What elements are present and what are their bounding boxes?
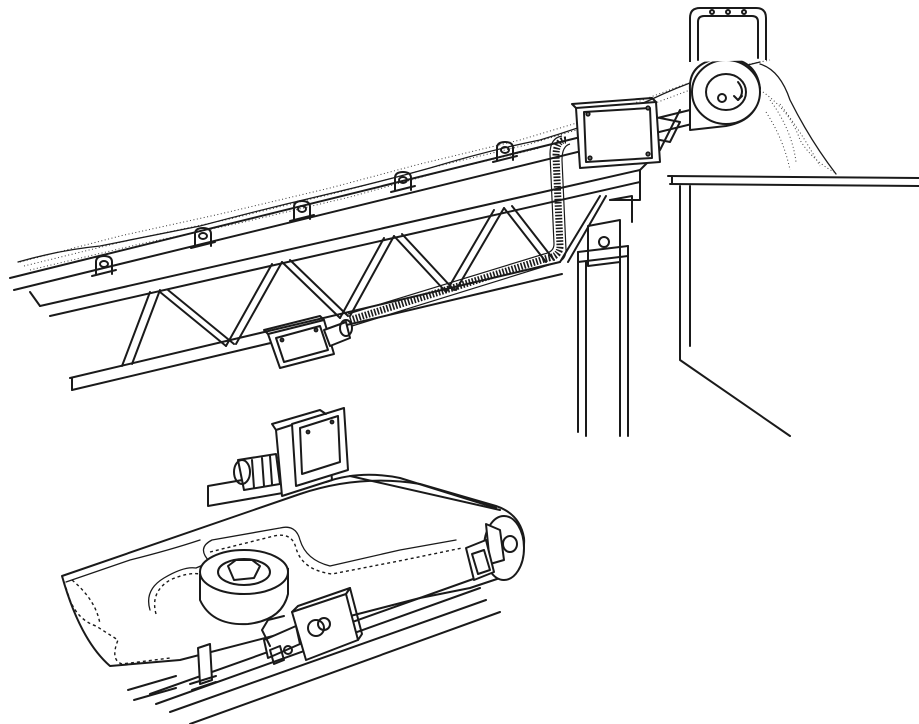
truss-bottom-chord [69, 261, 561, 379]
head-hood [689, 7, 767, 62]
rail-post-left [189, 643, 217, 691]
support-column [577, 195, 633, 437]
flexible-conduit [347, 135, 571, 327]
receiving-hopper [667, 175, 919, 437]
truss-top-chord [39, 169, 641, 307]
idler-stand-1 [91, 255, 117, 277]
conveyor-detail-view [61, 407, 526, 724]
idler-stand-4 [390, 171, 416, 193]
discharge-pile [759, 89, 835, 173]
serpentine-belt [147, 526, 457, 611]
belt-top-edge [9, 109, 691, 279]
speed-monitor-box-upper [571, 97, 681, 169]
rail-end-bracket [465, 539, 495, 581]
truss-top-chord-inner [49, 181, 641, 317]
idler-stand-5 [492, 141, 518, 163]
drive-motor-detail [207, 407, 349, 507]
inclined-truss-conveyor [9, 7, 919, 437]
speed-sensor-wheel [199, 549, 289, 626]
junction-box-lower [263, 315, 353, 369]
idler-stands [91, 141, 518, 277]
idler-stand-2 [190, 227, 216, 249]
speed-sensor-unit [261, 587, 363, 665]
idler-stand-3 [289, 200, 315, 222]
truss-diagonals [121, 195, 607, 367]
head-pulley [688, 57, 761, 131]
